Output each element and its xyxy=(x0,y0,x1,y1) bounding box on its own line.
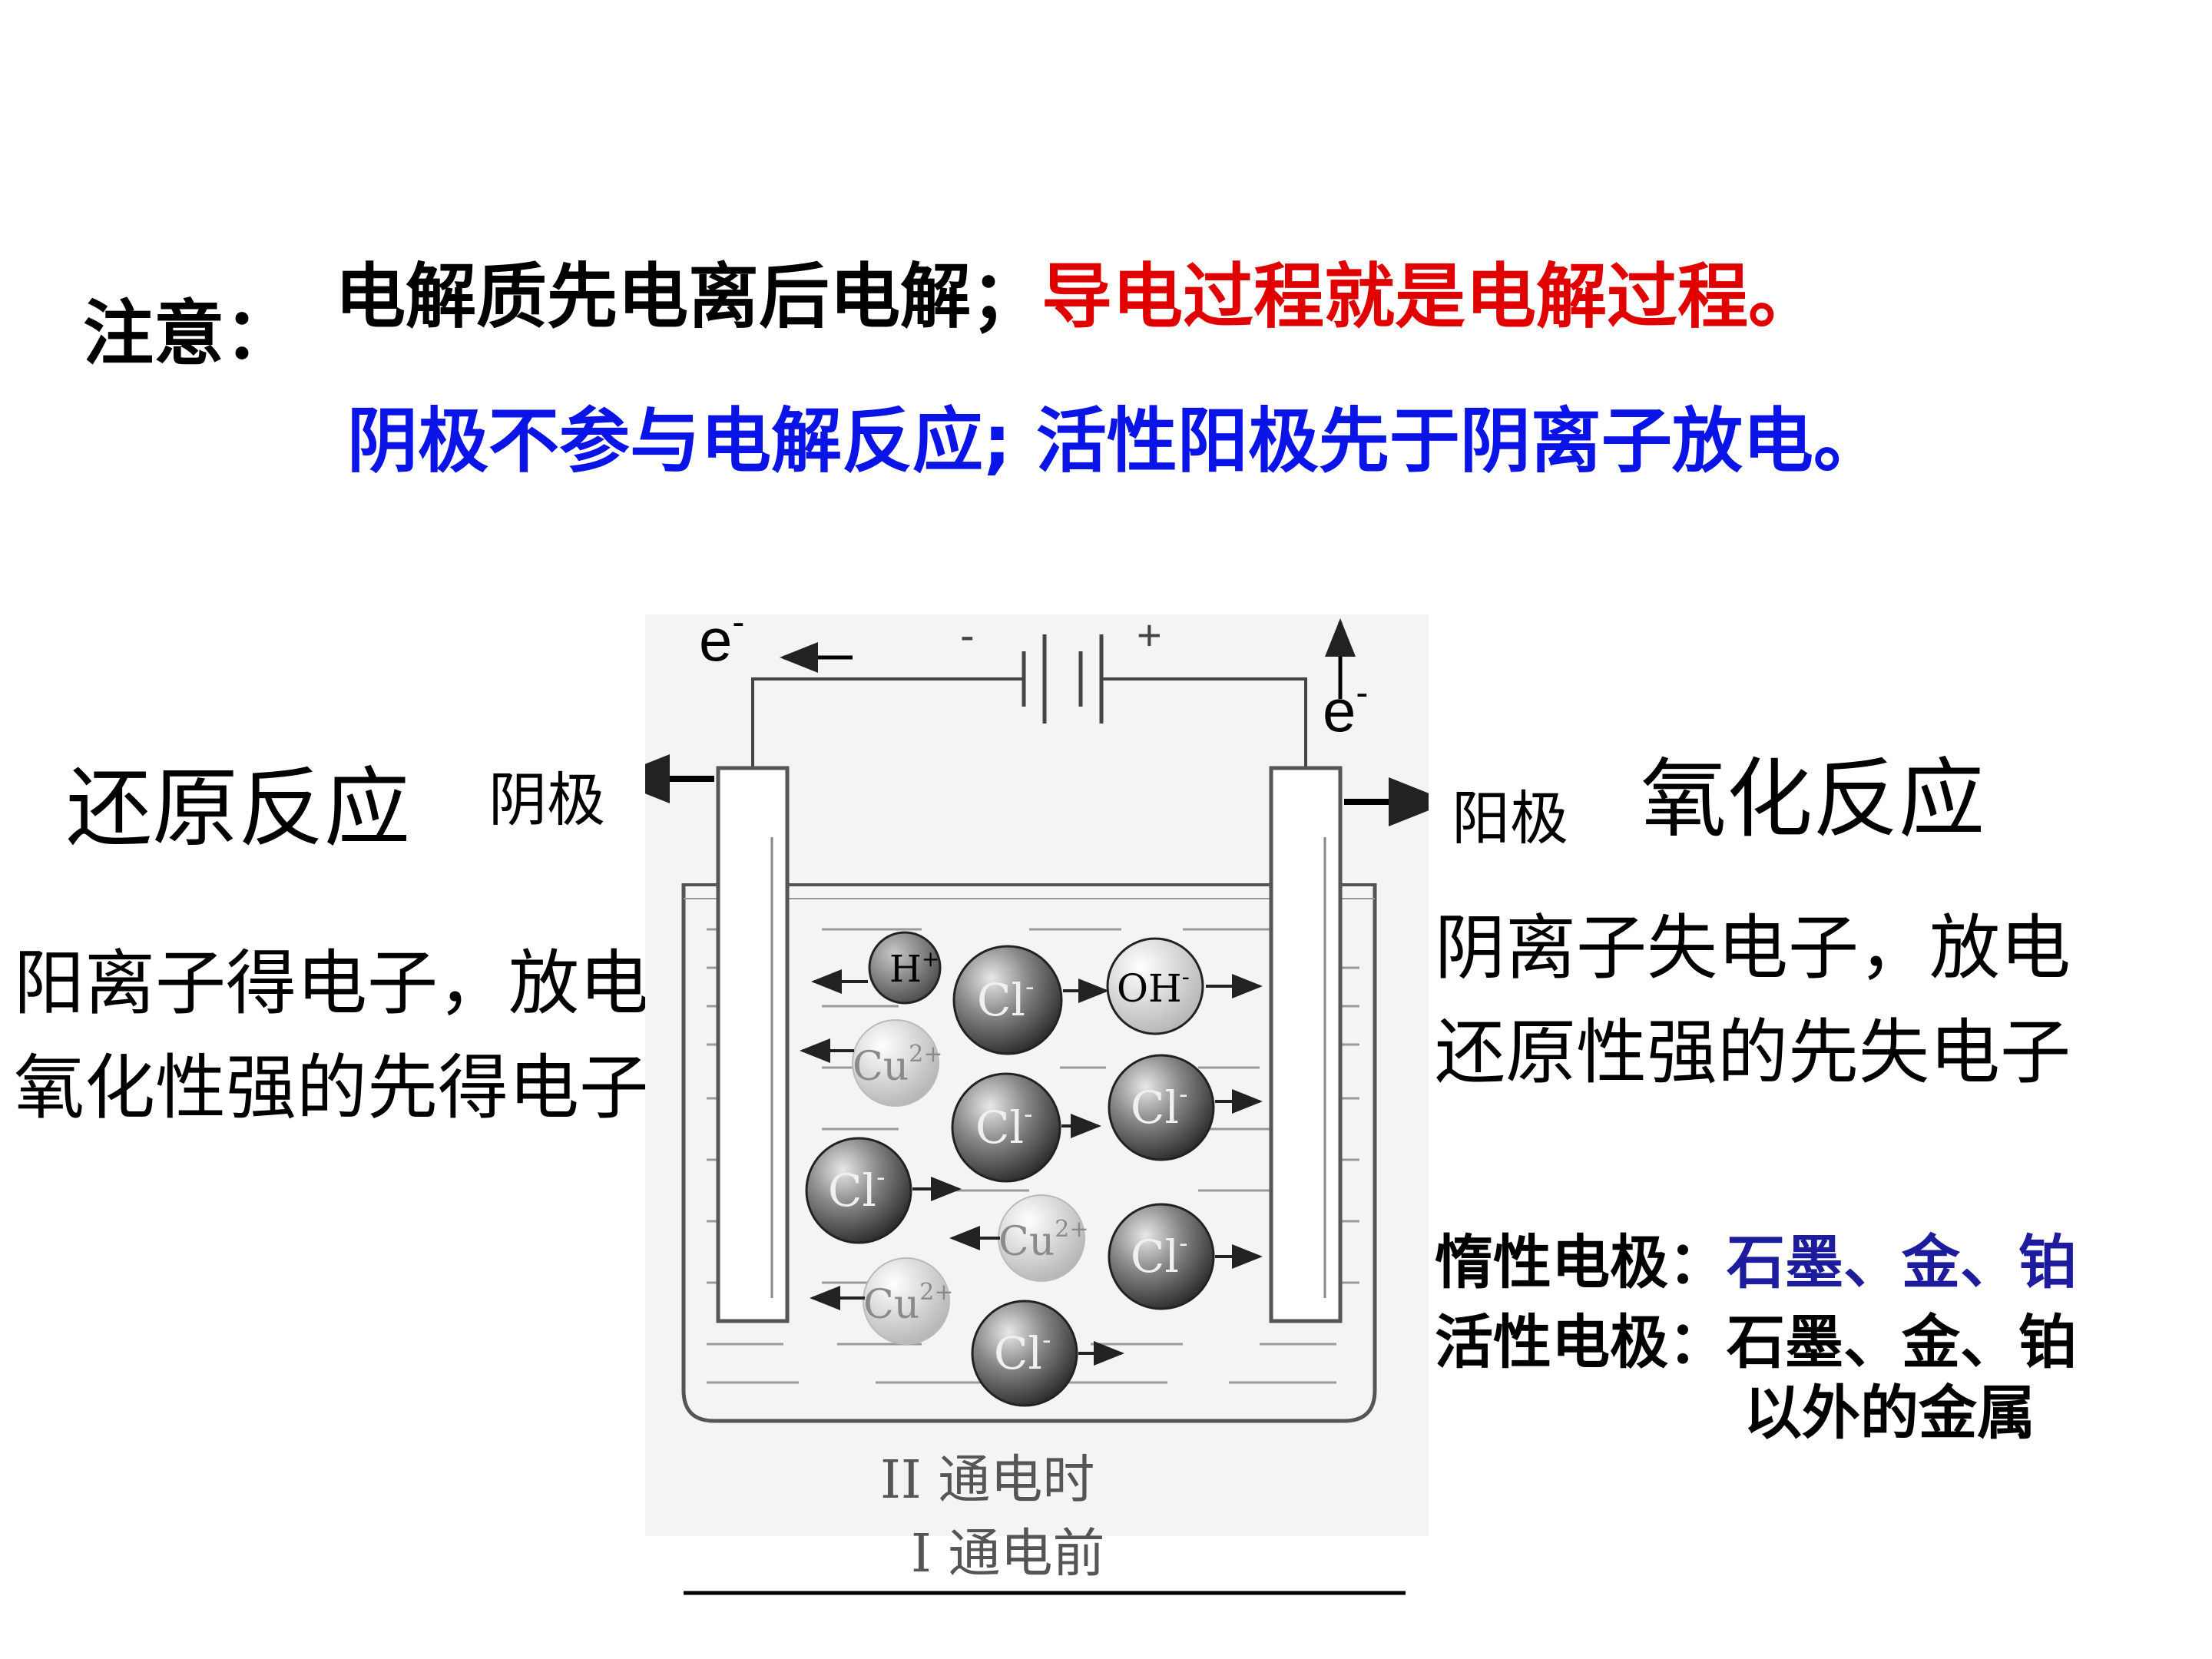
electron-label-left: e- xyxy=(699,607,744,674)
svg-text:Cl-: Cl- xyxy=(977,972,1034,1026)
inert-electrode-value: 石墨、金、铂 xyxy=(1727,1228,2077,1296)
anode-description-line-1: 阴离子失电子，放电 xyxy=(1435,907,2071,989)
chloride-ion-1: Cl- xyxy=(952,945,1063,1055)
svg-text:Cl-: Cl- xyxy=(828,1162,885,1217)
svg-text:Cl-: Cl- xyxy=(1131,1228,1187,1283)
cathode-description-line-2: 氧化性强的先得电子 xyxy=(14,1047,651,1129)
cathode-description-line-1: 阳离子得电子，放电 xyxy=(14,942,651,1025)
chloride-ion-4: Cl- xyxy=(805,1137,912,1244)
inert-electrode-line: 惰性电极：石墨、金、铂 xyxy=(1435,1215,2077,1300)
note-line-2: 阴极不参与电解反应; 活性阳极先于阴离子放电。 xyxy=(347,400,1884,482)
active-electrode-value-2: 以外的金属 xyxy=(1743,1379,2035,1447)
battery-plus-sign: + xyxy=(1137,611,1162,659)
svg-text:Cl-: Cl- xyxy=(975,1099,1032,1154)
svg-text:OH-: OH- xyxy=(1117,964,1190,1011)
note-line-1-black: 电解质先电离后电解； xyxy=(335,256,1042,338)
electrolysis-cell-diagram: e- e- - + H+ xyxy=(645,607,1429,1595)
copper-ion-2: Cu2+ xyxy=(998,1194,1089,1282)
beaker xyxy=(681,883,1377,1423)
diagram-caption-during-electrolysis: II 通电时 xyxy=(880,1450,1094,1511)
copper-ion-1: Cu2+ xyxy=(852,1019,943,1107)
svg-text:Cl-: Cl- xyxy=(1131,1079,1187,1134)
hydrogen-ion: H+ xyxy=(868,931,942,1005)
inert-electrode-label: 惰性电极： xyxy=(1435,1228,1727,1296)
chloride-ion-3: Cl- xyxy=(1108,1054,1215,1161)
battery-minus-sign: - xyxy=(960,611,975,659)
svg-text:H+: H+ xyxy=(889,946,939,991)
note-label: 注意： xyxy=(83,293,296,375)
active-electrode-value: 石墨、金、铂 xyxy=(1727,1308,2077,1376)
wire-left xyxy=(751,677,1024,768)
reduction-reaction-title: 还原反应 xyxy=(66,759,410,859)
chloride-ion-2: Cl- xyxy=(951,1072,1061,1183)
note-line-1: 电解质先电离后电解；导电过程就是电解过程。 xyxy=(335,240,1819,342)
hydroxide-ion: OH- xyxy=(1106,937,1204,1035)
active-electrode-label: 活性电极： xyxy=(1435,1308,1727,1376)
active-electrode-line: 活性电极：石墨、金、铂 xyxy=(1435,1295,2077,1379)
anode-electrode xyxy=(1269,766,1343,1323)
oxidation-reaction-title: 氧化反应 xyxy=(1641,750,1985,849)
cathode-electrode xyxy=(716,766,790,1323)
cathode-label: 阴极 xyxy=(488,766,605,834)
svg-text:Cu2+: Cu2+ xyxy=(853,1041,943,1090)
svg-text:Cu2+: Cu2+ xyxy=(998,1216,1089,1265)
diagram-caption-before-electrolysis: I 通电前 xyxy=(911,1524,1104,1584)
note-line-1-red: 导电过程就是电解过程。 xyxy=(1041,256,1820,338)
anode-label: 阳极 xyxy=(1452,784,1568,853)
svg-text:Cu2+: Cu2+ xyxy=(863,1279,954,1328)
svg-text:Cl-: Cl- xyxy=(994,1325,1051,1379)
anode-description-line-2: 还原性强的先失电子 xyxy=(1435,1012,2071,1094)
wire-right xyxy=(1101,677,1307,768)
copper-ion-3: Cu2+ xyxy=(863,1257,954,1345)
chloride-ion-5: Cl- xyxy=(1108,1203,1215,1310)
chloride-ion-6: Cl- xyxy=(971,1300,1078,1407)
